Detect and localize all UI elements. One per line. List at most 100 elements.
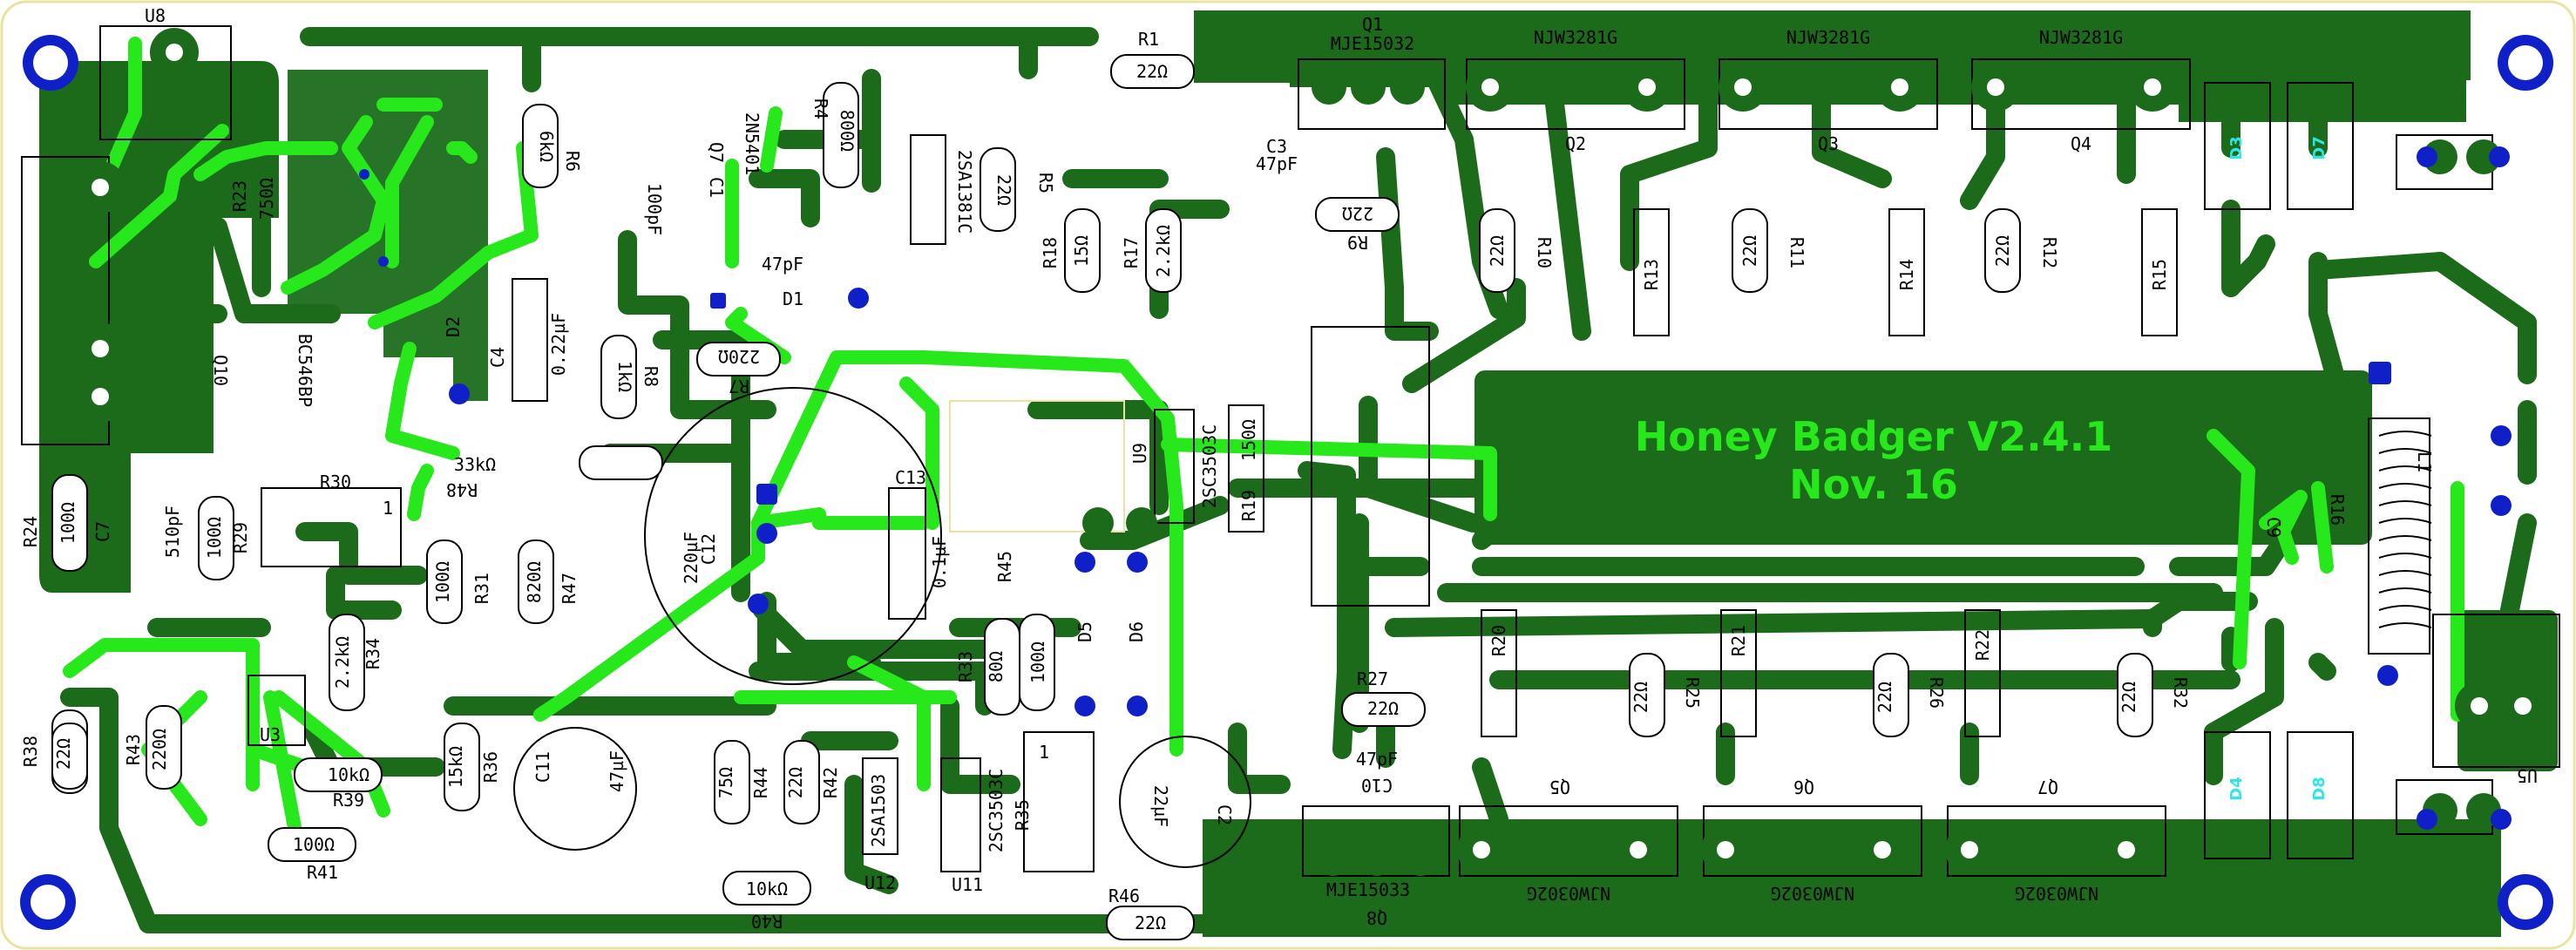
label-r11-val: 22Ω	[1739, 235, 1760, 267]
label-r4-ref: R4	[810, 98, 831, 119]
label-q2-val: NJW3281G	[1534, 27, 1617, 48]
label-c13-ref: C13	[895, 467, 926, 488]
label-q10-val: BC546BP	[295, 334, 315, 407]
label-r46-ref: R46	[1108, 886, 1140, 906]
label-r42-val: 22Ω	[785, 767, 806, 798]
label-c4-ref: C4	[487, 347, 508, 368]
label-r13: R13	[1641, 259, 1662, 290]
label-q6-ref: Q6	[1793, 777, 1814, 797]
label-r5-ref: R5	[1035, 173, 1056, 193]
label-r24-val: 100Ω	[58, 502, 78, 544]
label-d2: D2	[443, 316, 464, 337]
label-c1-val: 100pF	[644, 183, 665, 235]
label-c12-val: 220µF	[681, 532, 702, 584]
label-r1-ref: R1	[1138, 29, 1159, 50]
label-q7ic-val: 2N5401	[742, 112, 763, 175]
label-r40-ref: R40	[751, 911, 783, 932]
resistor-bodies	[51, 54, 2153, 940]
label-r39-ref: R39	[333, 790, 364, 811]
label-r48-ref: R48	[446, 479, 478, 500]
label-r6-ref: R6	[562, 151, 583, 172]
label-u12-ref: U12	[864, 872, 896, 893]
label-c9: C9	[2263, 517, 2284, 538]
label-r29-ref: R29	[230, 522, 251, 553]
label-r36-ref: R36	[480, 751, 501, 783]
bottom-traces	[60, 27, 2537, 933]
pads	[20, 28, 2553, 930]
label-r31-ref: R31	[471, 573, 492, 604]
label-r27-val: 22Ω	[1367, 698, 1399, 719]
label-q5-ref: Q5	[1549, 777, 1570, 797]
label-r5-val: 22Ω	[993, 174, 1014, 206]
label-r7-val: 220Ω	[718, 346, 760, 367]
label-c-47pf: 47pF	[762, 254, 803, 275]
label-u5: U5	[2517, 765, 2538, 786]
label-q7ic-ref: Q7	[706, 142, 727, 163]
label-r46-val: 22Ω	[1135, 913, 1166, 933]
label-c12-ref: C12	[698, 533, 719, 565]
label-r25-val: 22Ω	[1630, 682, 1651, 713]
label-r-100: 100Ω	[1027, 641, 1048, 683]
label-r32-ref: R32	[2170, 677, 2191, 709]
label-d5: D5	[1074, 621, 1095, 642]
label-r9-val: 22Ω	[1342, 203, 1373, 224]
label-u12-val: 2SA1503	[868, 774, 889, 847]
silkscreen-outlines	[21, 25, 2560, 877]
label-r10-val: 22Ω	[1487, 235, 1508, 267]
label-r8-ref: R8	[641, 366, 661, 387]
label-c3-val: 47pF	[1256, 153, 1298, 174]
label-q4-ref: Q4	[2071, 133, 2091, 154]
label-r25-ref: R25	[1682, 677, 1703, 709]
label-r9-ref: R9	[1347, 232, 1368, 253]
label-c10-ref: C10	[1361, 775, 1393, 796]
label-r35: R35	[1012, 799, 1033, 831]
label-c7-val: 510pF	[162, 506, 183, 558]
label-r47-val: 820Ω	[524, 561, 545, 603]
label-r17-ref: R17	[1121, 237, 1142, 268]
label-r27-ref: R27	[1357, 668, 1388, 689]
label-q1-ref: Q1	[1362, 14, 1383, 35]
label-r21: R21	[1728, 625, 1749, 656]
label-c10-val: 47pF	[1356, 749, 1398, 770]
label-c13-val: 0.1µF	[929, 536, 950, 588]
top-traces	[63, 37, 2464, 844]
label-r8-val: 1kΩ	[614, 361, 635, 392]
label-d3: D3	[2227, 136, 2246, 159]
label-r39-val: 10kΩ	[328, 764, 369, 785]
label-c11-ref: C11	[532, 751, 553, 783]
label-q4-val: NJW3281G	[2039, 27, 2123, 48]
label-r36-val: 15kΩ	[445, 746, 466, 788]
label-r41-val: 100Ω	[293, 834, 335, 855]
label-r12-val: 22Ω	[1992, 235, 2013, 267]
label-u11-val: 2SC3503C	[986, 769, 1007, 852]
label-r23-val: 750Ω	[256, 178, 277, 220]
inductor-coil	[2378, 431, 2432, 628]
label-q8-val: MJE15033	[1326, 879, 1410, 900]
label-r48-val: 33kΩ	[454, 454, 496, 475]
label-r23-ref: R23	[229, 180, 250, 212]
label-q2-ref: Q2	[1565, 133, 1586, 154]
label-l1: L1	[2414, 451, 2435, 472]
label-r40-val: 10kΩ	[746, 879, 788, 899]
silkscreen-labels: U8 R1 22Ω Q1 MJE15032 NJW3281G NJW3281G …	[20, 5, 2538, 933]
label-r38-val: 22Ω	[53, 738, 74, 770]
label-r11-ref: R11	[1786, 237, 1807, 268]
label-q7-ref: Q7	[2037, 777, 2058, 797]
label-r18-ref: R18	[1040, 237, 1061, 268]
label-r26-ref: R26	[1926, 677, 1947, 709]
label-r18-val: 15Ω	[1071, 235, 1092, 267]
label-r12-ref: R12	[2039, 237, 2060, 268]
label-sa1381: 2SA1381C	[954, 150, 975, 234]
label-q3-ref: Q3	[1818, 133, 1839, 154]
label-d7: D7	[2310, 136, 2329, 159]
label-u11-ref: U11	[952, 874, 983, 895]
board-title: Honey Badger V2.4.1 Nov. 16	[1635, 413, 2112, 508]
label-q6-val: NJW0302G	[1771, 883, 1854, 904]
label-c1-ref: C1	[706, 177, 727, 198]
label-q8-ref: Q8	[1366, 907, 1387, 928]
label-r19-ref: R19	[1238, 490, 1259, 521]
label-r22: R22	[1972, 629, 1993, 661]
label-r30: R30	[320, 472, 351, 492]
label-d8: D8	[2310, 777, 2329, 800]
label-u9-val: 2SC3503C	[1199, 424, 1220, 508]
